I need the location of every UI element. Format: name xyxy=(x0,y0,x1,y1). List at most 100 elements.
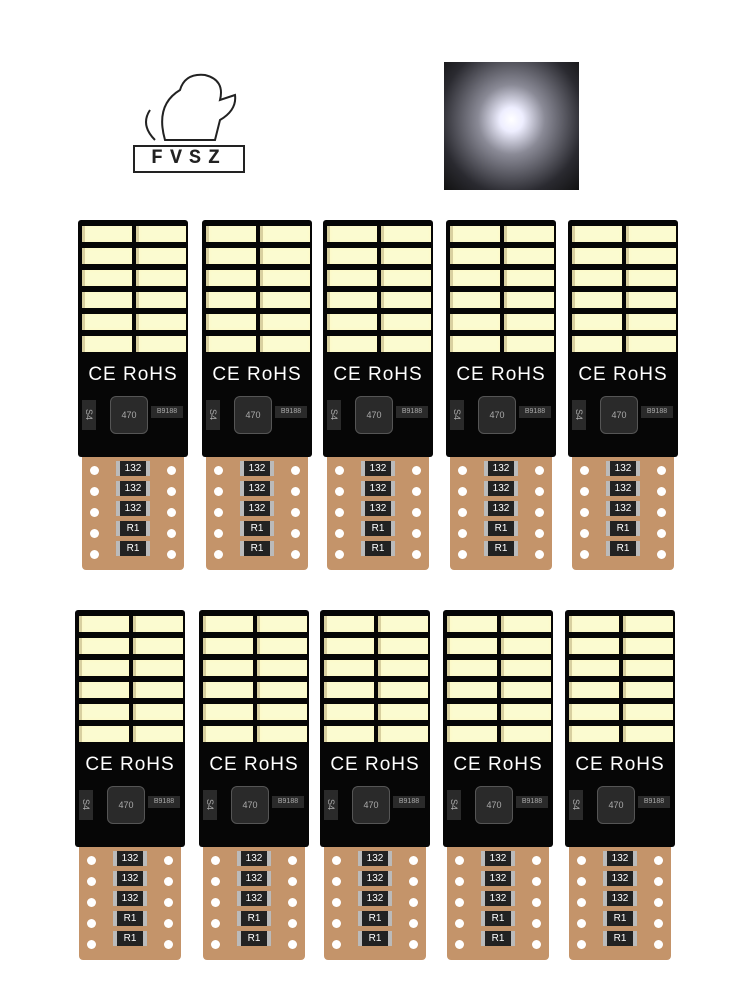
ic-chip: B9188 xyxy=(638,796,670,808)
solder-hole xyxy=(90,487,99,496)
ic-chip: B9188 xyxy=(272,796,304,808)
solder-hole xyxy=(409,856,418,865)
resistor: R1 xyxy=(361,521,395,536)
smd-led xyxy=(378,704,428,720)
ic-chip: B9188 xyxy=(641,406,673,418)
resistor: 132 xyxy=(113,871,147,886)
solder-hole xyxy=(87,940,96,949)
diode-chip: S4 xyxy=(569,790,583,820)
resistor: 132 xyxy=(481,891,515,906)
solder-hole xyxy=(458,550,467,559)
smd-led xyxy=(569,704,619,720)
smd-led xyxy=(133,682,183,698)
solder-hole xyxy=(332,940,341,949)
solder-hole xyxy=(291,550,300,559)
smd-led xyxy=(626,248,676,264)
resistor: 132 xyxy=(484,481,518,496)
smd-led xyxy=(504,270,554,286)
solder-hole xyxy=(412,550,421,559)
solder-hole xyxy=(535,529,544,538)
solder-hole xyxy=(214,508,223,517)
resistor: R1 xyxy=(606,521,640,536)
solder-hole xyxy=(332,919,341,928)
solder-hole xyxy=(164,919,173,928)
smd-led xyxy=(79,682,129,698)
solder-hole xyxy=(335,508,344,517)
inductor-chip: 470 xyxy=(110,396,148,434)
solder-hole xyxy=(535,466,544,475)
solder-hole xyxy=(214,487,223,496)
solder-hole xyxy=(167,487,176,496)
solder-hole xyxy=(90,550,99,559)
solder-hole xyxy=(535,550,544,559)
resistor: R1 xyxy=(358,931,392,946)
smd-led xyxy=(623,638,673,654)
lion-icon xyxy=(145,73,237,141)
solder-hole xyxy=(532,877,541,886)
inductor-chip: 470 xyxy=(231,786,269,824)
smd-led xyxy=(450,226,500,242)
solder-hole xyxy=(458,529,467,538)
smd-led xyxy=(79,638,129,654)
inductor-chip: 470 xyxy=(107,786,145,824)
smd-led xyxy=(501,638,551,654)
smd-led xyxy=(257,704,307,720)
smd-led xyxy=(569,726,619,742)
smd-led xyxy=(260,314,310,330)
resistor: R1 xyxy=(113,931,147,946)
smd-led xyxy=(136,314,186,330)
lit-bulb-photo xyxy=(444,62,579,190)
logo-text: FVSZ xyxy=(133,145,245,173)
solder-hole xyxy=(577,940,586,949)
solder-hole xyxy=(167,529,176,538)
solder-hole xyxy=(332,856,341,865)
brand-logo: FVSZ xyxy=(125,65,250,190)
inductor-chip: 470 xyxy=(352,786,390,824)
resistor: 132 xyxy=(361,501,395,516)
smd-led xyxy=(133,726,183,742)
ic-chip: B9188 xyxy=(275,406,307,418)
cert-text: CE RoHS xyxy=(330,754,420,775)
smd-led xyxy=(450,270,500,286)
smd-led xyxy=(133,616,183,632)
resistor: 132 xyxy=(481,871,515,886)
solder-hole xyxy=(214,550,223,559)
cert-text: CE RoHS xyxy=(85,754,175,775)
resistor: 132 xyxy=(481,851,515,866)
smd-led xyxy=(257,616,307,632)
smd-led xyxy=(381,270,431,286)
solder-hole xyxy=(87,898,96,907)
smd-led xyxy=(626,336,676,352)
solder-hole xyxy=(291,508,300,517)
smd-led xyxy=(572,226,622,242)
solder-hole xyxy=(654,919,663,928)
resistor: 132 xyxy=(116,461,150,476)
solder-hole xyxy=(164,856,173,865)
solder-hole xyxy=(654,856,663,865)
solder-hole xyxy=(164,940,173,949)
smd-led xyxy=(623,704,673,720)
solder-hole xyxy=(532,898,541,907)
solder-hole xyxy=(458,487,467,496)
smd-led xyxy=(260,336,310,352)
ic-chip: B9188 xyxy=(516,796,548,808)
smd-led xyxy=(206,248,256,264)
smd-led xyxy=(260,248,310,264)
solder-hole xyxy=(335,466,344,475)
smd-led xyxy=(324,704,374,720)
solder-hole xyxy=(580,550,589,559)
smd-led xyxy=(450,248,500,264)
solder-hole xyxy=(412,466,421,475)
smd-led xyxy=(203,660,253,676)
smd-led xyxy=(447,638,497,654)
smd-led xyxy=(203,682,253,698)
ic-chip: B9188 xyxy=(151,406,183,418)
